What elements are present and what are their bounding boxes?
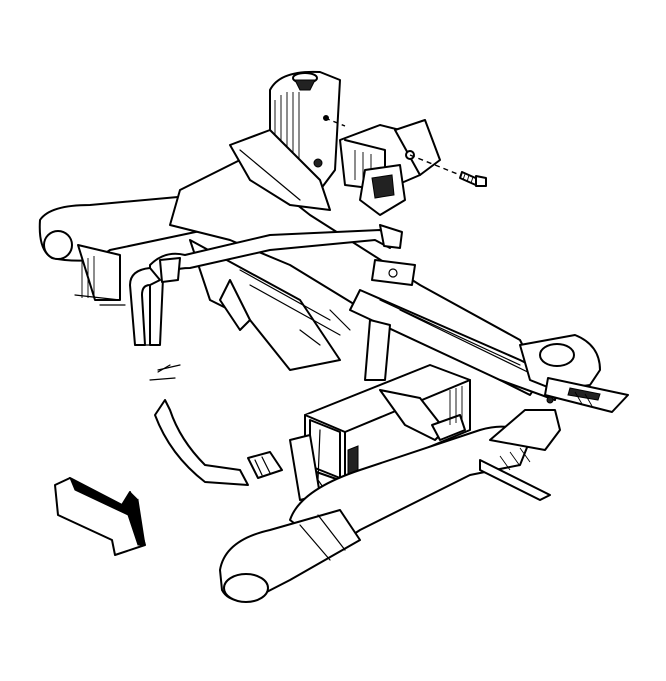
frame-crossmember	[169, 159, 561, 401]
vent-solenoid	[324, 117, 461, 216]
forward-direction-arrow	[54, 476, 146, 556]
lower-bracket	[364, 259, 416, 381]
vapor-hose	[129, 224, 403, 486]
right-frame-rail	[219, 409, 561, 603]
mounting-bolt	[323, 115, 487, 187]
tow-hook-bracket	[519, 334, 629, 413]
left-frame-rail	[38, 194, 206, 306]
vertical-mounting-bracket	[229, 70, 341, 211]
evap-canister	[289, 364, 471, 501]
